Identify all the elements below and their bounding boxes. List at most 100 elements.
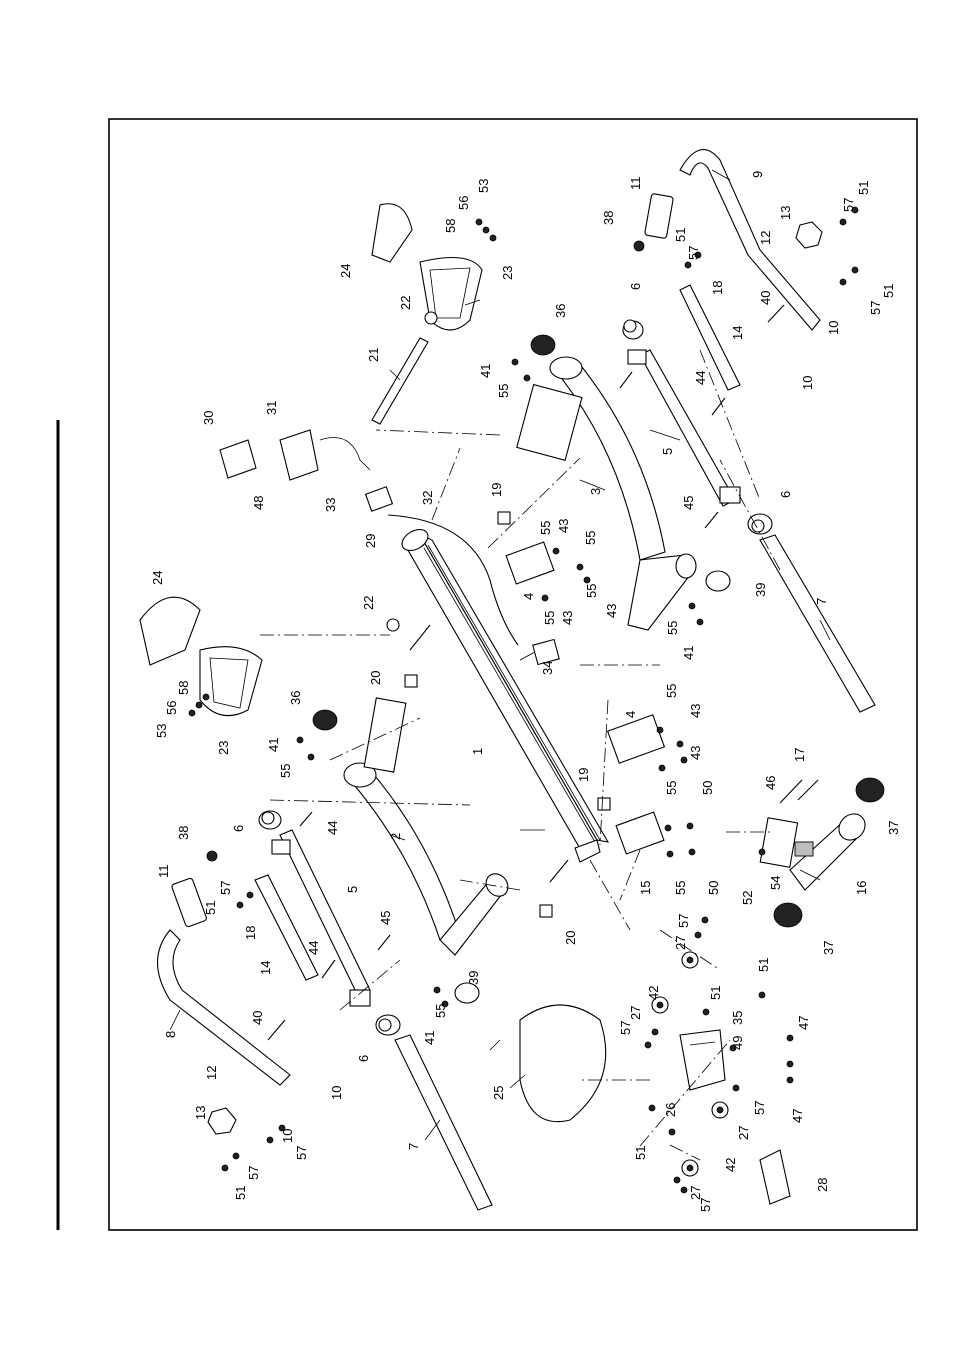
callout-labels: 53 56 58 24 22 23 21 30 31 48 33 29 32 1…	[150, 171, 901, 1212]
callout-24-a: 24	[338, 264, 353, 278]
arm-assembly-right	[622, 284, 876, 713]
callout-43-c: 43	[604, 604, 619, 618]
callout-41-c: 41	[266, 738, 281, 752]
arm-assembly-left	[254, 810, 493, 1211]
handlebar-left-part	[157, 877, 291, 1086]
callout-55-b: 55	[665, 621, 680, 635]
callout-50-a: 50	[700, 781, 715, 795]
callout-54: 54	[768, 876, 783, 890]
callout-5-b: 5	[345, 886, 360, 893]
callout-49: 49	[730, 1036, 745, 1050]
callout-57-h: 57	[294, 1146, 309, 1160]
callout-55-f: 55	[584, 584, 599, 598]
bolts	[267, 304, 819, 1041]
callout-27-a: 27	[673, 936, 688, 950]
callout-28: 28	[815, 1178, 830, 1192]
callout-42-a: 42	[646, 986, 661, 1000]
rear-frame-part	[516, 356, 697, 631]
callout-58-b: 58	[176, 681, 191, 695]
pedal-right-part	[371, 203, 483, 331]
callout-51-e: 51	[708, 986, 723, 1000]
callout-24-b: 24	[150, 571, 165, 585]
callout-48: 48	[251, 496, 266, 510]
callout-57-j: 57	[698, 1198, 713, 1212]
callout-40-a: 40	[758, 291, 773, 305]
callout-18-b: 18	[243, 926, 258, 940]
callout-32: 32	[420, 491, 435, 505]
callout-38-b: 38	[176, 826, 191, 840]
leader-lines	[169, 169, 831, 1141]
callout-34: 34	[540, 661, 555, 675]
callout-26: 26	[663, 1103, 678, 1117]
callout-20-b: 20	[563, 931, 578, 945]
callout-13-b: 13	[193, 1106, 208, 1120]
callout-52: 52	[740, 891, 755, 905]
callout-51-d: 51	[203, 901, 218, 915]
callout-22-b: 22	[361, 596, 376, 610]
callout-37-a: 37	[886, 821, 901, 835]
callout-44-a: 44	[693, 371, 708, 385]
callout-50-b: 50	[706, 881, 721, 895]
callout-18-a: 18	[710, 281, 725, 295]
callout-20-a: 20	[368, 671, 383, 685]
callout-19-b: 19	[576, 768, 591, 782]
callout-14-a: 14	[730, 326, 745, 340]
callout-55-c: 55	[538, 521, 553, 535]
callout-17: 17	[792, 748, 807, 762]
callout-57-b: 57	[686, 246, 701, 260]
callout-57-f: 57	[618, 1021, 633, 1035]
callout-12-a: 12	[758, 231, 773, 245]
callout-10-d: 10	[280, 1129, 295, 1143]
bracket-4-upper	[505, 541, 555, 585]
callout-43-d: 43	[688, 704, 703, 718]
callout-44-c: 44	[306, 941, 321, 955]
callout-55-j: 55	[673, 881, 688, 895]
console-30-31	[219, 429, 394, 512]
callout-42-b: 42	[723, 1158, 738, 1172]
callout-41-b: 41	[681, 646, 696, 660]
callout-4-b: 4	[623, 711, 638, 718]
callout-47-a: 47	[796, 1016, 811, 1030]
handlebar-right-part	[644, 149, 821, 331]
callout-55-g: 55	[278, 764, 293, 778]
end-caps	[206, 240, 765, 1032]
callout-43-b: 43	[560, 611, 575, 625]
callout-41-a: 41	[478, 364, 493, 378]
callout-30: 30	[201, 411, 216, 425]
plate-28	[759, 1149, 791, 1205]
fasteners	[188, 206, 859, 1194]
callout-57-g: 57	[246, 1166, 261, 1180]
callout-1: 1	[470, 748, 485, 755]
callout-3: 3	[588, 488, 603, 495]
callout-51-f: 51	[756, 958, 771, 972]
callout-55-d: 55	[583, 531, 598, 545]
bracket-15	[615, 811, 665, 855]
callout-12-b: 12	[204, 1066, 219, 1080]
callout-57-e: 57	[676, 914, 691, 928]
callout-25: 25	[491, 1086, 506, 1100]
knob-13-right	[795, 221, 823, 249]
callout-31: 31	[264, 401, 279, 415]
seat-25	[519, 1004, 607, 1123]
callout-55-h: 55	[664, 684, 679, 698]
callout-7-b: 7	[406, 1143, 421, 1150]
pedal-left-part	[139, 596, 263, 717]
callout-36-b: 36	[288, 691, 303, 705]
callout-6-d: 6	[356, 1055, 371, 1062]
callout-27-c: 27	[736, 1126, 751, 1140]
callout-14-b: 14	[258, 961, 273, 975]
bracket-4-lower	[606, 714, 666, 764]
callout-6-c: 6	[231, 825, 246, 832]
callout-51-b: 51	[673, 228, 688, 242]
callout-46: 46	[763, 776, 778, 790]
callout-11-b: 11	[156, 865, 171, 879]
assembly-lines	[260, 349, 781, 1161]
callout-22-a: 22	[398, 296, 413, 310]
callout-39-a: 39	[753, 583, 768, 597]
callout-57-i: 57	[752, 1101, 767, 1115]
callout-6-b: 6	[778, 491, 793, 498]
callout-47-b: 47	[790, 1109, 805, 1123]
callout-57-c: 57	[868, 301, 883, 315]
callout-51-c: 51	[881, 284, 896, 298]
